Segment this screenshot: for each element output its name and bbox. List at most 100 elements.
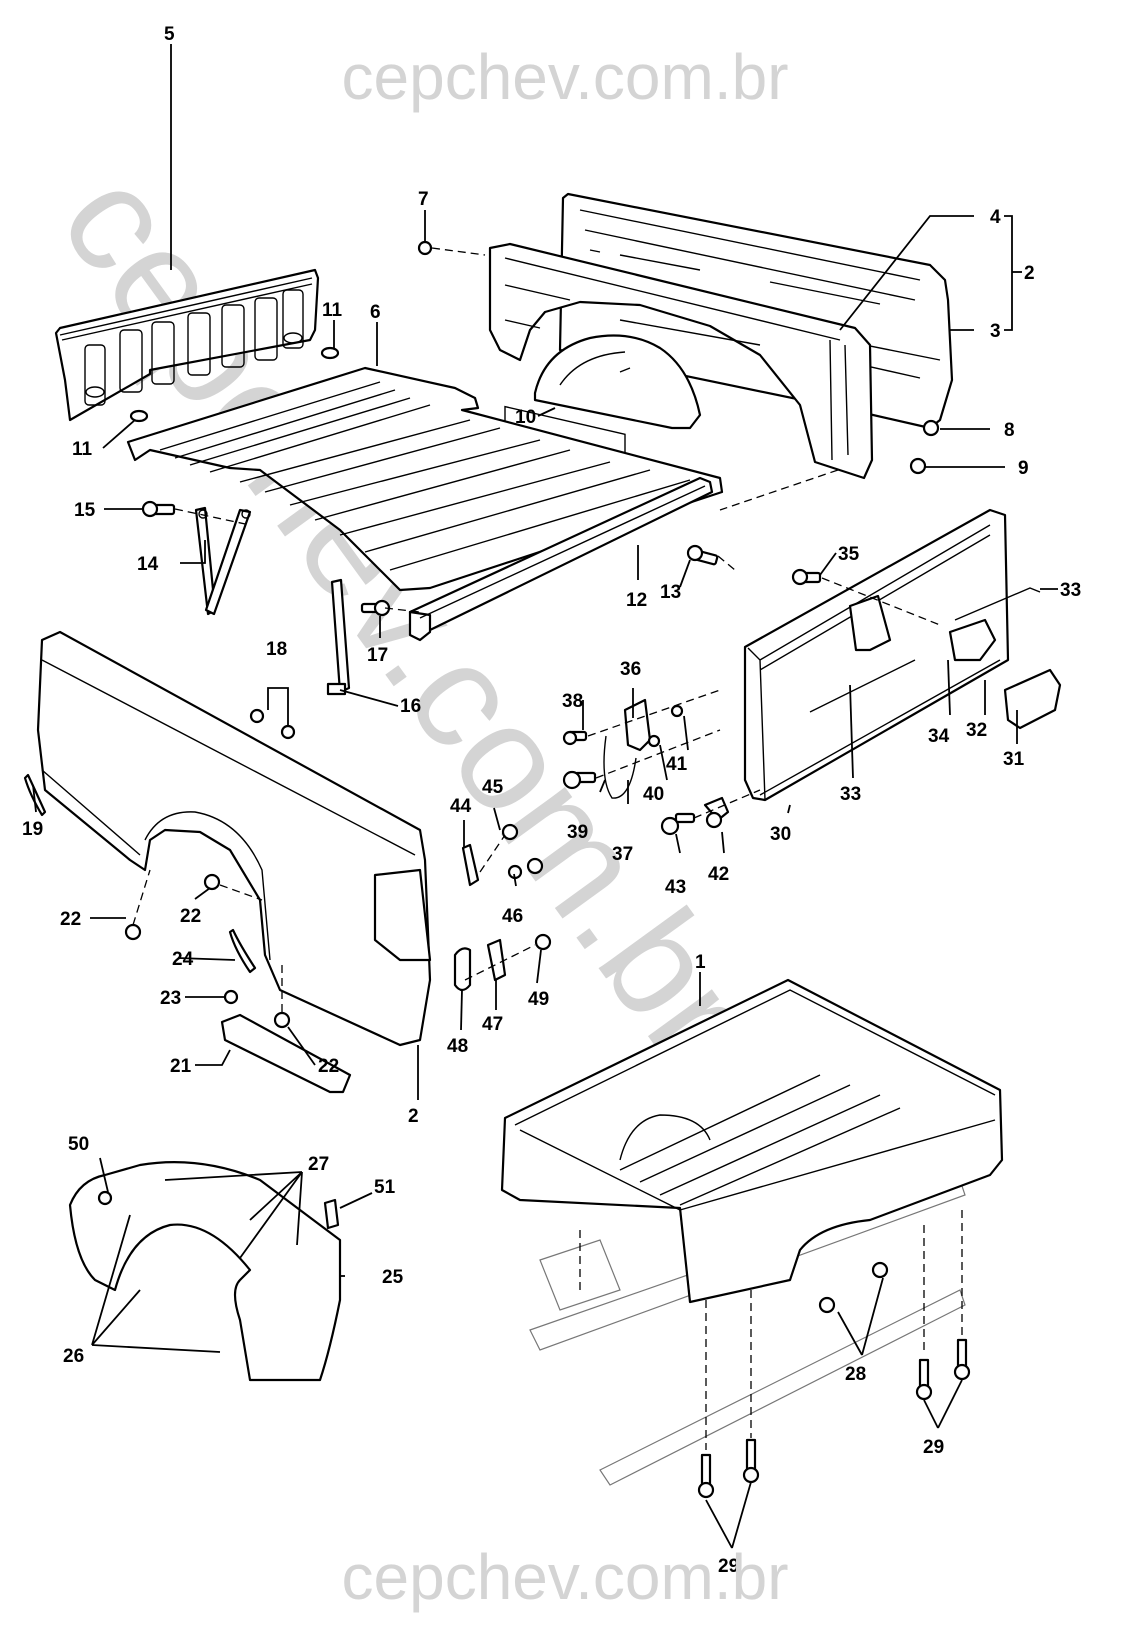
callout-31: 31 [1003, 749, 1025, 770]
callout-48: 48 [447, 1036, 468, 1057]
callout-49: 49 [528, 989, 549, 1010]
part-plate-48 [453, 947, 472, 992]
callout-29: 29 [923, 1437, 944, 1458]
callout-17: 17 [367, 645, 388, 666]
part-washer-40 [647, 734, 661, 748]
part-bolt-38 [562, 730, 588, 746]
callout-42: 42 [708, 864, 729, 885]
callout-43: 43 [665, 877, 686, 898]
part-bolt-17 [360, 599, 391, 617]
callout-14: 14 [137, 554, 159, 575]
part-plug-9 [909, 457, 927, 475]
part-plug-11b [320, 346, 340, 360]
callout-50: 50 [68, 1134, 89, 1155]
callout-5: 5 [164, 24, 175, 45]
callout-10: 10 [515, 407, 536, 428]
callout-33: 33 [1060, 580, 1081, 601]
callout-51: 51 [374, 1177, 396, 1198]
part-seal-24 [228, 928, 257, 974]
callout-29: 29 [718, 1556, 739, 1577]
callout-15: 15 [74, 500, 96, 521]
part-bolt-29a [915, 1358, 933, 1401]
callout-16: 16 [400, 696, 421, 717]
part-nut-23 [223, 989, 239, 1005]
callout-22: 22 [180, 906, 201, 927]
part-cable-37 [603, 735, 637, 799]
part-rod-33a [954, 587, 1041, 621]
callout-25: 25 [382, 1267, 404, 1288]
callout-46: 46 [502, 906, 523, 927]
callout-32: 32 [966, 720, 987, 741]
part-bolt-22a [124, 923, 142, 941]
part-plug-7 [417, 240, 433, 256]
callout-9: 9 [1018, 458, 1029, 479]
callout-8: 8 [1004, 420, 1015, 441]
callout-40: 40 [643, 784, 664, 805]
part-spacer-28b [871, 1261, 889, 1279]
callout-23: 23 [160, 988, 181, 1009]
callout-7: 7 [418, 189, 429, 210]
part-stake-cover-18a [249, 708, 265, 724]
callout-22: 22 [318, 1056, 339, 1077]
callout-4: 4 [990, 207, 1001, 228]
part-bolt-45 [501, 823, 519, 841]
callout-22: 22 [60, 909, 81, 930]
part-plug-8 [922, 419, 940, 437]
part-latch-32 [948, 618, 997, 662]
part-striker-46 [507, 857, 544, 880]
callout-21: 21 [170, 1056, 192, 1077]
watermark-bottom: cepchev.com.br [341, 1541, 789, 1613]
callout-34: 34 [928, 726, 950, 747]
part-stake-cover-18b [280, 724, 296, 740]
part-wheelhouse [533, 334, 702, 430]
part-clip-51 [323, 1198, 340, 1230]
part-bolt-13 [686, 544, 719, 566]
callout-37: 37 [612, 844, 633, 865]
callout-19: 19 [22, 819, 43, 840]
part-bolt-22b [203, 873, 221, 891]
part-spacer-28a [818, 1296, 836, 1314]
callout-47: 47 [482, 1014, 503, 1035]
callout-39: 39 [567, 822, 588, 843]
callout-24: 24 [172, 949, 194, 970]
callout-44: 44 [450, 796, 472, 817]
callout-38: 38 [562, 691, 583, 712]
leader-lines [32, 44, 1058, 1549]
part-bolt-29d [742, 1438, 760, 1484]
part-hinge-36 [623, 698, 652, 752]
part-grommet-50 [97, 1190, 113, 1206]
callout-labels: 1 2 2 3 4 5 6 7 8 9 10 11 11 12 13 14 15… [22, 24, 1081, 1577]
callout-18: 18 [266, 639, 287, 660]
part-rod-33b [809, 659, 916, 713]
callout-1: 1 [695, 952, 706, 973]
callout-26: 26 [63, 1346, 84, 1367]
part-rear-sill [408, 476, 714, 642]
part-nut-41 [670, 704, 684, 718]
part-step-21 [220, 1013, 352, 1094]
part-brace-16 [326, 578, 351, 696]
part-fender-side-panel [36, 630, 432, 1047]
watermark-top: cepchev.com.br [341, 41, 789, 113]
callout-12: 12 [626, 590, 647, 611]
part-handle-31 [1003, 668, 1062, 730]
part-bolt-49 [534, 933, 552, 951]
part-bolt-35 [791, 568, 822, 586]
callout-45: 45 [482, 777, 504, 798]
part-hinge-42 [703, 796, 730, 829]
assembly-lines [132, 247, 963, 1450]
callout-2: 2 [1024, 263, 1035, 284]
part-bracket-44 [461, 843, 480, 887]
part-bracket-47 [486, 938, 507, 982]
callout-11: 11 [322, 300, 343, 321]
part-plug-11a [129, 409, 149, 423]
callout-2: 2 [408, 1106, 419, 1127]
part-wheelhouse-liner [68, 1161, 342, 1382]
part-bolt-29c [697, 1453, 715, 1499]
part-front-panel [54, 268, 320, 422]
part-hinge-plate [848, 594, 892, 652]
callout-36: 36 [620, 659, 641, 680]
callout-6: 6 [370, 302, 381, 323]
part-bolt-29b [953, 1338, 971, 1381]
callout-35: 35 [838, 544, 860, 565]
